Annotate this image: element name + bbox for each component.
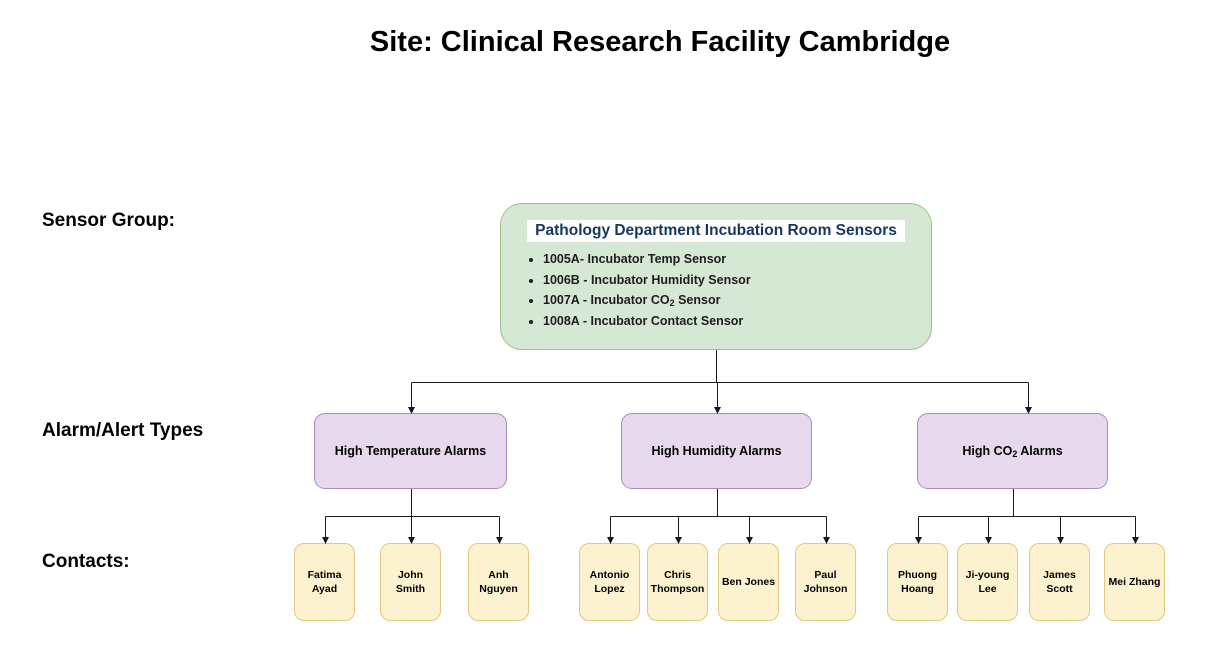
alarm-label: High CO2 Alarms — [962, 444, 1062, 459]
sensor-item: 1008A - Incubator Contact Sensor — [543, 313, 931, 331]
sensor-item-sub: 2 — [669, 298, 675, 309]
sensor-group-title: Pathology Department Incubation Room Sen… — [527, 220, 905, 242]
alarm-label-text: High Humidity Alarms — [651, 443, 782, 458]
alarm-label-text: High Temperature Alarms — [334, 443, 487, 458]
sensor-group-title-wrap: Pathology Department Incubation Room Sen… — [501, 220, 931, 242]
sensor-item: 1006B - Incubator Humidity Sensor — [543, 272, 931, 290]
diagram-title: Site: Clinical Research Facility Cambrid… — [369, 26, 951, 58]
alarm-node-high-temperature: High Temperature Alarms — [314, 413, 507, 489]
sensor-item-text: 1007A - Incubator CO — [543, 293, 670, 308]
sensor-item-text: 1008A - Incubator Contact Sensor — [543, 313, 744, 328]
sensor-item-text: Sensor — [674, 293, 721, 308]
alarm-node-high-co2: High CO2 Alarms — [917, 413, 1108, 489]
contact-card: Ben Jones — [718, 543, 779, 621]
contact-card: John Smith — [380, 543, 441, 621]
row-label-sensor-group: Sensor Group: — [42, 210, 176, 231]
sensor-item: 1007A - Incubator CO2 Sensor — [543, 292, 931, 310]
contact-card: Antonio Lopez — [579, 543, 640, 621]
row-label-contacts: Contacts: — [42, 551, 130, 572]
row-label-alarm-types: Alarm/Alert Types — [42, 420, 204, 441]
sensor-item-text: 1005A- Incubator Temp Sensor — [543, 252, 727, 266]
contact-card: Paul Johnson — [795, 543, 856, 621]
contact-card: Anh Nguyen — [468, 543, 529, 621]
contact-card: Ji-young Lee — [957, 543, 1018, 621]
alarm-node-high-humidity: High Humidity Alarms — [621, 413, 812, 489]
contact-card: Phuong Hoang — [887, 543, 948, 621]
sensor-item-text: 1006B - Incubator Humidity Sensor — [543, 272, 751, 287]
sensor-group-node: Pathology Department Incubation Room Sen… — [500, 203, 932, 350]
alarm-label-text: High CO — [962, 443, 1013, 458]
sensor-list: 1005A- Incubator Temp Sensor 1006B - Inc… — [529, 251, 931, 330]
alarm-label-sub: 2 — [1012, 448, 1018, 459]
sensor-item: 1005A- Incubator Temp Sensor — [543, 251, 931, 269]
contact-card: Fatima Ayad — [294, 543, 355, 621]
alarm-label: High Humidity Alarms — [651, 444, 781, 459]
alarm-label: High Temperature Alarms — [335, 444, 486, 459]
contact-card: James Scott — [1029, 543, 1090, 621]
contact-card: Mei Zhang — [1104, 543, 1165, 621]
contact-card: Chris Thompson — [647, 543, 708, 621]
alarm-label-text: Alarms — [1017, 443, 1063, 458]
